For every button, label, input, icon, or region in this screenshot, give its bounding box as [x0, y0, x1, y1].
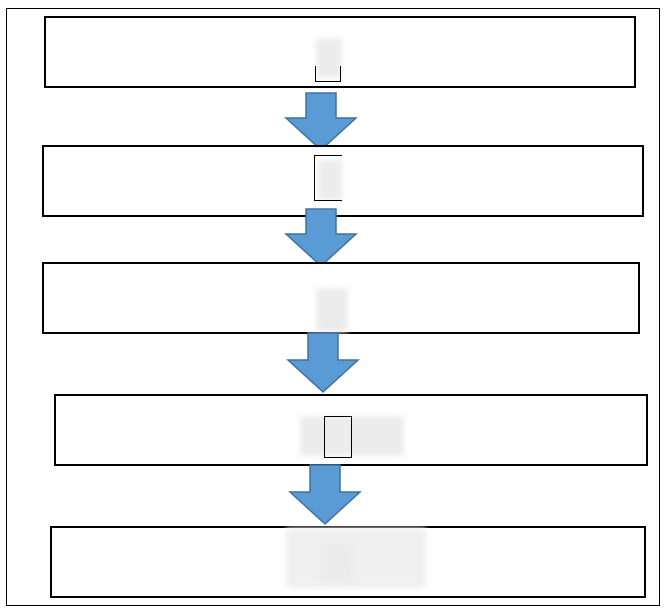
flowchart-step-2 [42, 145, 644, 217]
redacted-label-5-inner [320, 540, 354, 582]
redacted-label-3 [316, 288, 348, 332]
down-arrow-4 [288, 464, 362, 526]
redacted-label-1 [316, 38, 342, 78]
diagram-frame [6, 8, 660, 606]
down-arrow-2 [284, 208, 358, 268]
redacted-label-4 [300, 416, 404, 456]
text-cursor-bracket-2 [314, 155, 342, 201]
down-arrow-3 [286, 332, 360, 394]
text-cursor-bracket-1 [315, 66, 341, 82]
redacted-label-2 [318, 160, 342, 200]
redacted-label-5 [286, 528, 426, 588]
text-cursor-bracket-4 [324, 416, 352, 458]
down-arrow-1 [284, 92, 358, 152]
